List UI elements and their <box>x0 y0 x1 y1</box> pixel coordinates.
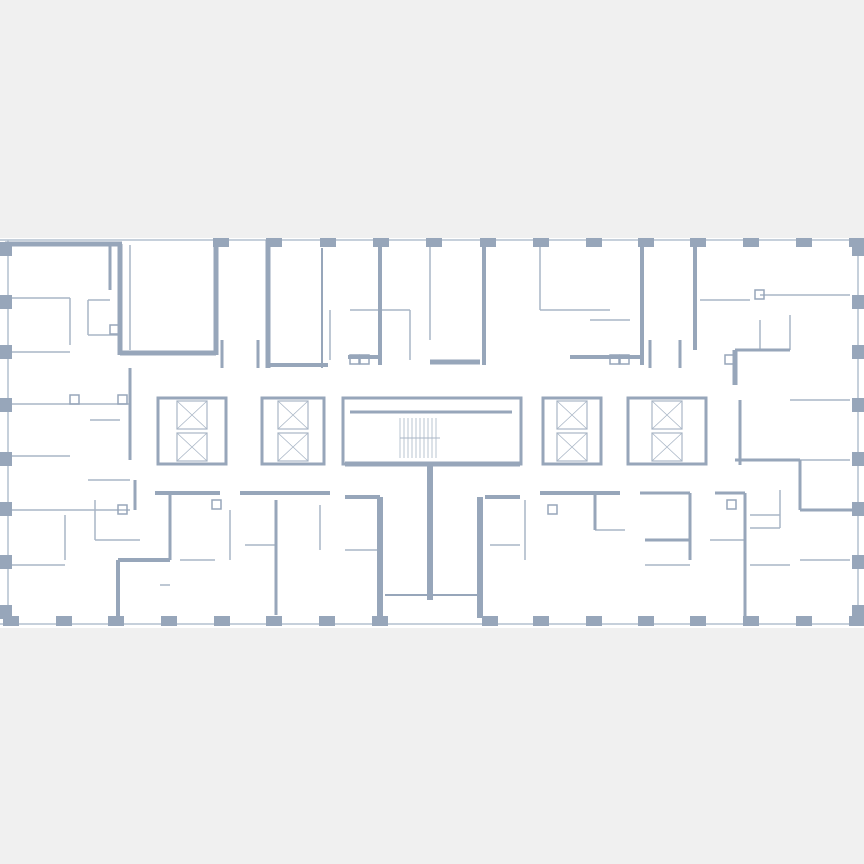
elevator-shaft <box>277 432 309 462</box>
column <box>586 616 602 626</box>
column <box>213 238 229 247</box>
core <box>541 396 603 466</box>
elevator-shaft <box>277 400 309 430</box>
column <box>852 398 864 412</box>
elevator-cross <box>556 432 588 462</box>
column <box>266 238 282 247</box>
column <box>586 238 602 247</box>
elevator-shaft <box>556 432 588 462</box>
core <box>626 396 708 466</box>
column <box>3 616 19 626</box>
column <box>690 238 706 247</box>
shaft <box>754 289 765 300</box>
column <box>0 295 12 309</box>
shaft <box>547 504 558 515</box>
shaft <box>349 354 360 365</box>
column <box>743 238 759 247</box>
column <box>796 238 812 247</box>
column <box>266 616 282 626</box>
shaft <box>117 394 128 405</box>
column <box>214 616 230 626</box>
column <box>482 616 498 626</box>
core <box>156 396 228 466</box>
shaft <box>211 499 222 510</box>
elevator-shaft <box>651 432 683 462</box>
column <box>638 238 654 247</box>
column <box>0 242 12 256</box>
elevator-shaft <box>176 400 208 430</box>
elevator-cross <box>176 400 208 430</box>
shaft <box>117 504 128 515</box>
column <box>108 616 124 626</box>
elevator-shaft <box>556 400 588 430</box>
column <box>0 555 12 569</box>
core <box>260 396 326 466</box>
column <box>373 238 389 247</box>
column <box>426 238 442 247</box>
column <box>852 242 864 256</box>
shaft <box>726 499 737 510</box>
column <box>796 616 812 626</box>
column <box>533 238 549 247</box>
column <box>320 238 336 247</box>
column <box>161 616 177 626</box>
column <box>0 502 12 516</box>
column <box>743 616 759 626</box>
elevator-shaft <box>651 400 683 430</box>
column <box>480 238 496 247</box>
column <box>852 452 864 466</box>
shaft <box>109 324 120 335</box>
shaft <box>359 354 370 365</box>
elevator-cross <box>651 432 683 462</box>
elevator-cross <box>277 400 309 430</box>
columns <box>0 238 864 626</box>
elevator-cross <box>277 432 309 462</box>
shaft <box>619 354 630 365</box>
column <box>638 616 654 626</box>
column <box>0 452 12 466</box>
shaft <box>724 354 735 365</box>
structural-walls <box>5 240 860 618</box>
column <box>319 616 335 626</box>
elevator-shafts <box>69 289 765 515</box>
column <box>852 295 864 309</box>
column <box>0 345 12 359</box>
column <box>852 605 864 619</box>
column <box>533 616 549 626</box>
column <box>56 616 72 626</box>
column <box>852 345 864 359</box>
column <box>690 616 706 626</box>
elevator-shaft <box>176 432 208 462</box>
column <box>852 502 864 516</box>
elevator-cross <box>176 432 208 462</box>
elevator-cross <box>651 400 683 430</box>
column <box>372 616 388 626</box>
elevator-cross <box>556 400 588 430</box>
column <box>0 398 12 412</box>
column <box>0 605 12 619</box>
shaft <box>69 394 80 405</box>
shaft <box>609 354 620 365</box>
column <box>849 616 864 626</box>
column <box>852 555 864 569</box>
